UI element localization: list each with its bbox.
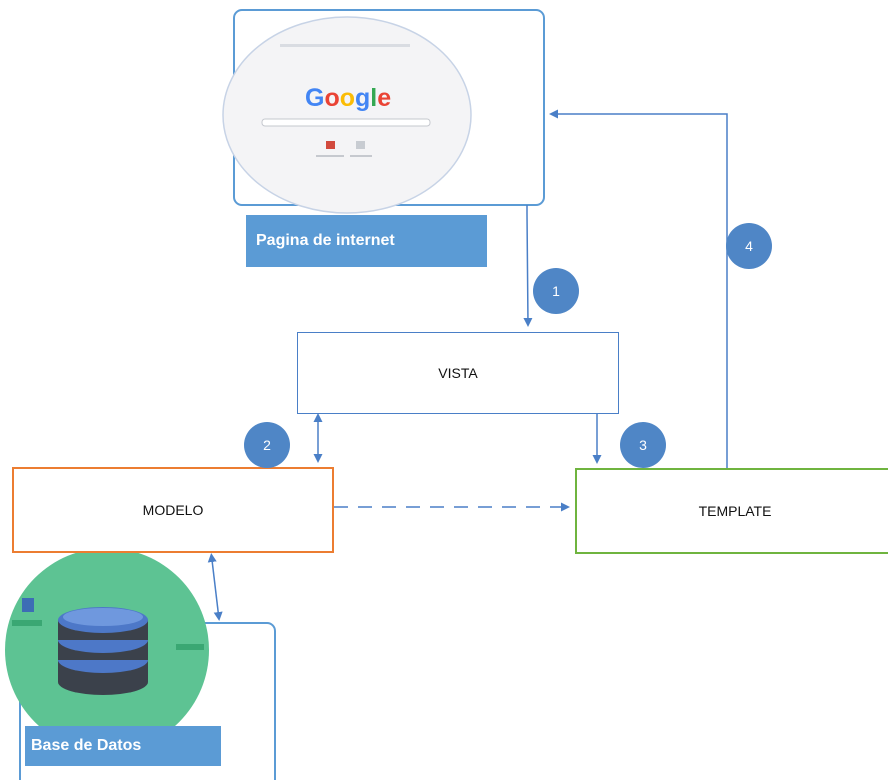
base-de-datos-label: Base de Datos	[25, 726, 221, 766]
browser-screenshot-lens	[222, 16, 472, 214]
database-icon	[58, 607, 148, 695]
vista-box: VISTA	[297, 332, 619, 414]
vista-label: VISTA	[438, 365, 478, 381]
template-box: TEMPLATE	[575, 468, 888, 554]
pagina-internet-label: Pagina de internet	[246, 215, 487, 267]
connector-template-to-pagina	[549, 109, 728, 468]
google-logo: Google	[305, 84, 392, 112]
google-homepage-mock	[261, 44, 431, 157]
step-badge-4: 4	[726, 223, 772, 269]
database-illustration	[5, 548, 209, 752]
step-badge-2: 2	[244, 422, 290, 468]
modelo-label: MODELO	[142, 502, 204, 518]
step-badge-1: 1	[533, 268, 579, 314]
connector-modelo-database	[207, 553, 223, 621]
template-label: TEMPLATE	[698, 503, 772, 519]
connector-pagina-to-vista	[523, 205, 533, 327]
step-badge-3: 3	[620, 422, 666, 468]
modelo-box: MODELO	[12, 467, 334, 553]
